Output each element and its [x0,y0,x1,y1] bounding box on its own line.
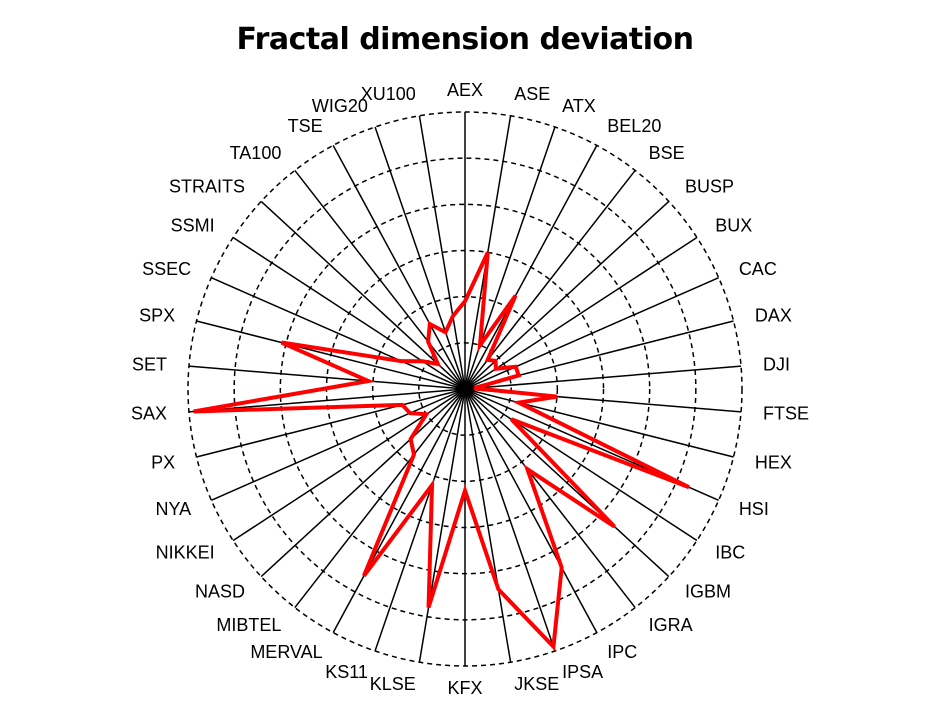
spoke-tse [332,145,466,390]
spoke-ipc [464,388,598,633]
label-straits: STRAITS [169,176,245,196]
spoke-merval [332,388,466,633]
spoke-dji [464,365,742,390]
label-ase: ASE [514,84,550,104]
label-bse: BSE [649,143,685,163]
spoke-px [196,388,466,458]
label-nya: NYA [155,499,191,519]
label-dax: DAX [755,306,792,326]
spoke-busp [464,200,670,390]
spoke-klse [418,388,466,663]
spoke-straits [260,200,466,390]
label-cac: CAC [739,259,777,279]
spoke-jkse [464,388,512,663]
label-klse: KLSE [370,674,416,694]
spoke-sax [188,388,466,413]
spoke-xu100 [418,115,466,390]
label-xu100: XU100 [361,84,416,104]
spoke-nya [211,388,466,501]
label-ipc: IPC [607,642,637,662]
spoke-bux [464,236,698,390]
chart-title: Fractal dimension deviation [236,22,694,57]
series-layer [193,251,690,652]
label-nasd: NASD [195,582,245,602]
label-nikkei: NIKKEI [156,543,215,563]
label-wig20: WIG20 [312,96,368,116]
label-mibtel: MIBTEL [216,615,281,635]
label-hsi: HSI [739,499,769,519]
spoke-bse [464,169,636,390]
label-merval: MERVAL [250,642,322,662]
spoke-mibtel [294,388,466,609]
label-ibc: IBC [715,543,745,563]
spoke-igbm [464,388,670,578]
spoke-ta100 [294,169,466,390]
label-kfx: KFX [447,678,482,698]
label-ipsa: IPSA [562,662,603,682]
label-atx: ATX [562,96,596,116]
spoke-ibc [464,388,698,542]
spoke-set [188,365,466,390]
spoke-hex [464,388,734,458]
spoke-wig20 [374,126,466,390]
spoke-ipsa [464,388,556,652]
spoke-ssmi [232,236,466,390]
label-aex: AEX [447,80,483,100]
spoke-spx [196,320,466,390]
label-spx: SPX [139,306,175,326]
spoke-igra [464,388,636,609]
spoke-cac [464,277,719,390]
label-ftse: FTSE [763,404,809,424]
series-line [193,251,690,652]
label-ssmi: SSMI [171,215,215,235]
label-hex: HEX [755,452,792,472]
label-tse: TSE [288,116,323,136]
label-ssec: SSEC [142,259,191,279]
label-ks11: KS11 [325,662,368,682]
label-jkse: JKSE [514,674,559,694]
label-sax: SAX [131,404,167,424]
label-px: PX [151,452,175,472]
label-bel20: BEL20 [607,116,661,136]
label-busp: BUSP [685,176,734,196]
label-dji: DJI [763,354,790,374]
label-ta100: TA100 [230,143,282,163]
label-set: SET [132,354,167,374]
label-bux: BUX [715,215,752,235]
label-igbm: IGBM [685,582,731,602]
spoke-ssec [211,277,466,390]
radar-spokes [188,112,742,666]
spoke-nasd [260,388,466,578]
label-igra: IGRA [649,615,693,635]
spoke-ks11 [374,388,466,652]
spoke-bel20 [464,145,598,390]
